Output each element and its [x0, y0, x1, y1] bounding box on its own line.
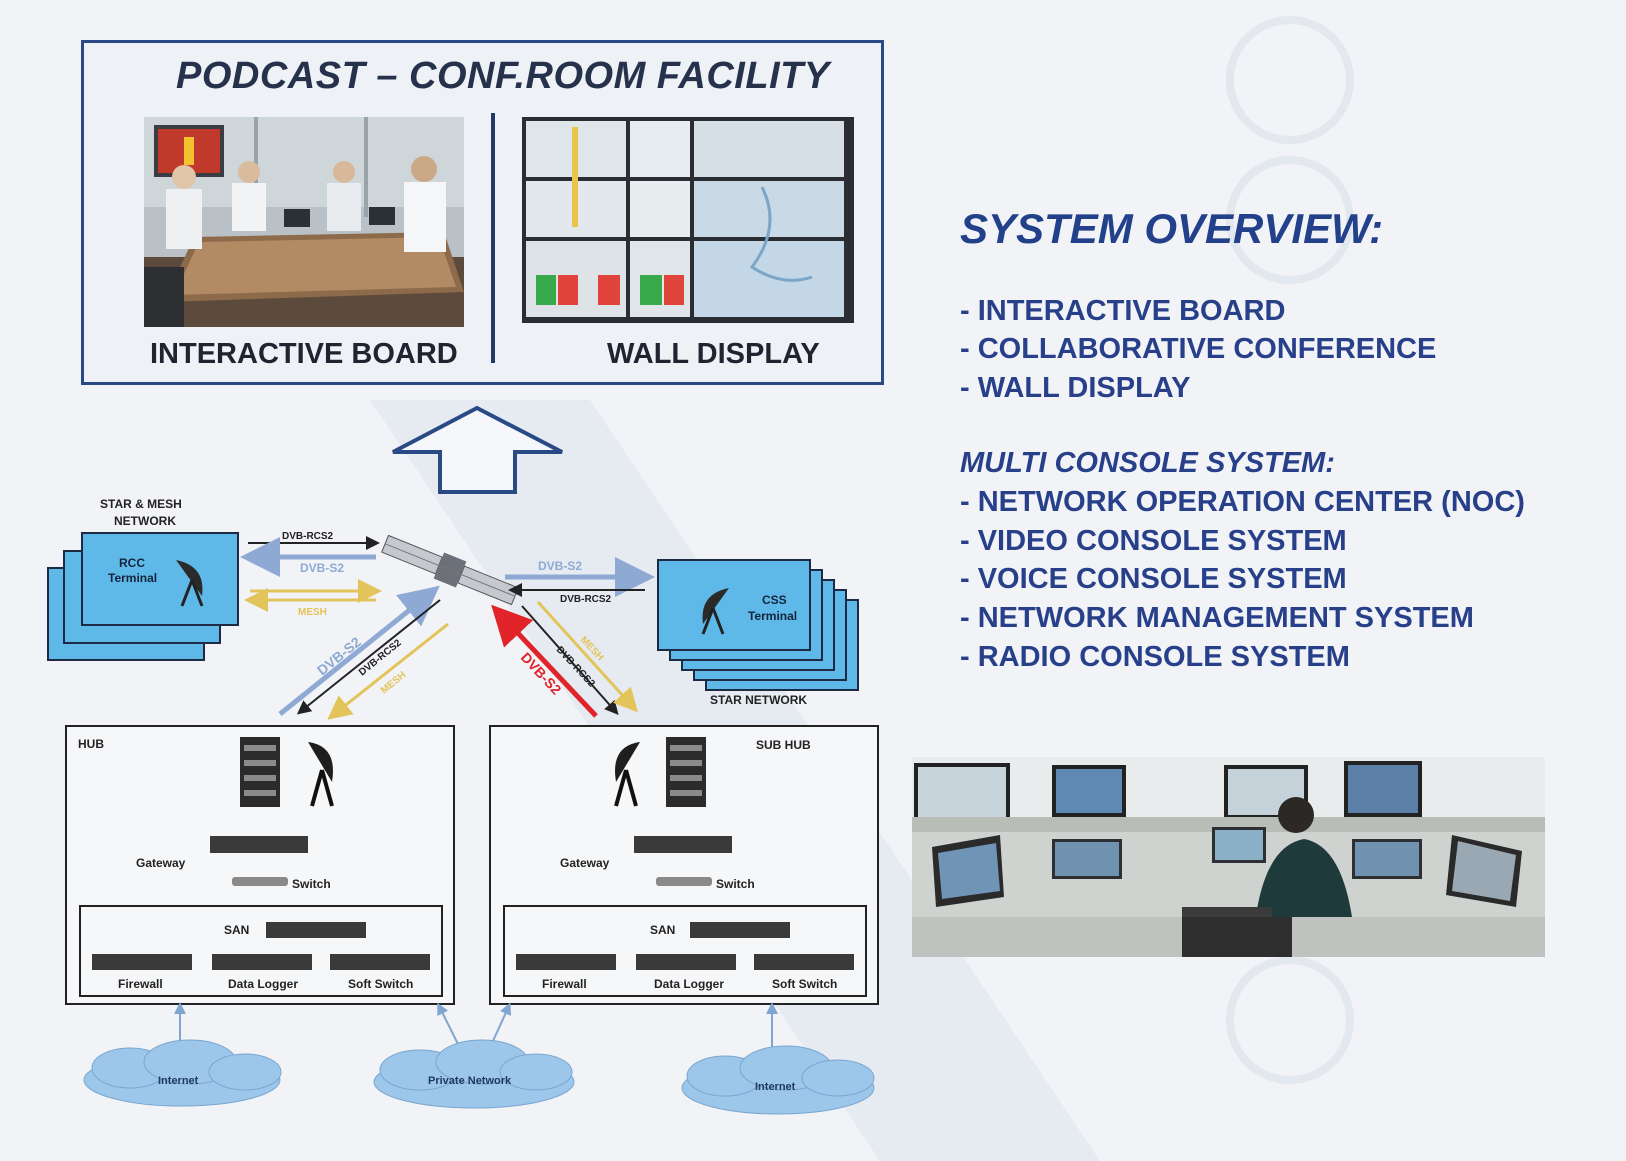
- multi-item-network-management: - NETWORK MANAGEMENT SYSTEM: [960, 602, 1474, 634]
- hub-san-box: [79, 905, 443, 997]
- system-overview-heading: SYSTEM OVERVIEW:: [960, 205, 1384, 252]
- firewall-device: [92, 954, 192, 970]
- server-rack-icon: [240, 737, 280, 807]
- css-terminal-label-1: CSS: [762, 593, 787, 607]
- sub-hub-san-label: SAN: [650, 923, 675, 937]
- switch-device: [656, 877, 712, 886]
- hub-title: HUB: [78, 737, 104, 751]
- multi-console-heading: MULTI CONSOLE SYSTEM:: [960, 447, 1335, 479]
- link-label-dvb-s2: DVB-S2: [300, 561, 344, 575]
- link-label-dvb-rcs2: DVB-RCS2: [560, 594, 612, 605]
- wall-display-photo: [522, 117, 854, 323]
- hub-switch-label: Switch: [292, 877, 331, 891]
- server-rack-icon: [666, 737, 706, 807]
- cloud-label-internet: Internet: [755, 1081, 796, 1093]
- conference-room-photo: [144, 117, 464, 327]
- panel-divider: [491, 113, 495, 363]
- satellite-dish-icon: [614, 742, 640, 807]
- css-terminal-label-2: Terminal: [748, 609, 797, 623]
- link-label-dvb-rcs2: DVB-RCS2: [282, 531, 334, 542]
- cloud-label-private-network: Private Network: [428, 1075, 512, 1087]
- sub-hub-gateway-label: Gateway: [560, 856, 610, 870]
- sub-hub-switch-label: Switch: [716, 877, 755, 891]
- sub-hub-soft-switch-label: Soft Switch: [772, 977, 837, 991]
- multi-item-noc: - NETWORK OPERATION CENTER (NOC): [960, 486, 1525, 518]
- hub-gateway-label: Gateway: [136, 856, 186, 870]
- cloud-icon: [681, 1045, 875, 1115]
- podcast-facility-panel: PODCAST – CONF.ROOM FACILITY: [81, 40, 884, 385]
- wall-display-label: WALL DISPLAY: [607, 338, 820, 370]
- hub-soft-switch-label: Soft Switch: [348, 977, 413, 991]
- gateway-device: [634, 836, 732, 853]
- star-mesh-label-2: NETWORK: [114, 514, 176, 528]
- link-label-mesh: MESH: [298, 607, 327, 618]
- link-label-dvb-s2: DVB-S2: [314, 633, 364, 678]
- san-device: [690, 922, 790, 938]
- interactive-board-label: INTERACTIVE BOARD: [150, 338, 458, 370]
- multi-item-radio-console: - RADIO CONSOLE SYSTEM: [960, 641, 1350, 673]
- data-logger-device: [636, 954, 736, 970]
- hub-data-logger-label: Data Logger: [228, 977, 298, 991]
- multi-item-voice-console: - VOICE CONSOLE SYSTEM: [960, 563, 1347, 595]
- overview-item-collaborative-conference: - COLLABORATIVE CONFERENCE: [960, 333, 1437, 365]
- sub-hub-san-box: [503, 905, 867, 997]
- star-mesh-label-1: STAR & MESH: [100, 497, 182, 511]
- hub-san-label: SAN: [224, 923, 249, 937]
- podcast-title: PODCAST – CONF.ROOM FACILITY: [176, 55, 830, 97]
- sub-hub-title: SUB HUB: [756, 738, 811, 752]
- link-label-dvb-s2: DVB-S2: [538, 559, 582, 573]
- switch-device: [232, 877, 288, 886]
- css-terminal-stack: [657, 559, 859, 691]
- data-logger-device: [212, 954, 312, 970]
- san-device: [266, 922, 366, 938]
- hub-firewall-label: Firewall: [118, 977, 163, 991]
- soft-switch-device: [330, 954, 430, 970]
- firewall-device: [516, 954, 616, 970]
- overview-item-interactive-board: - INTERACTIVE BOARD: [960, 295, 1286, 327]
- overview-item-wall-display: - WALL DISPLAY: [960, 372, 1191, 404]
- network-diagram: STAR & MESH NETWORK RCC Terminal CSS Ter…: [47, 405, 879, 1115]
- satellite-dish-icon: [176, 560, 204, 607]
- satellite-dish-icon: [701, 588, 729, 635]
- cloud-icon: [83, 1039, 282, 1107]
- cloud-icon: [373, 1039, 575, 1109]
- sub-hub-firewall-label: Firewall: [542, 977, 587, 991]
- satellite-dish-icon: [308, 742, 334, 807]
- rcc-terminal-label-1: RCC: [119, 556, 145, 570]
- multi-item-video-console: - VIDEO CONSOLE SYSTEM: [960, 525, 1347, 557]
- soft-switch-device: [754, 954, 854, 970]
- star-network-label: STAR NETWORK: [710, 693, 807, 707]
- rcc-terminal-label-2: Terminal: [108, 571, 157, 585]
- console-room-photo: [912, 757, 1545, 957]
- up-arrow-icon: [392, 405, 563, 494]
- cloud-label-internet: Internet: [158, 1075, 199, 1087]
- gateway-device: [210, 836, 308, 853]
- rcc-terminal-stack: [47, 532, 239, 661]
- satellite-icon: [381, 534, 519, 606]
- sub-hub-data-logger-label: Data Logger: [654, 977, 724, 991]
